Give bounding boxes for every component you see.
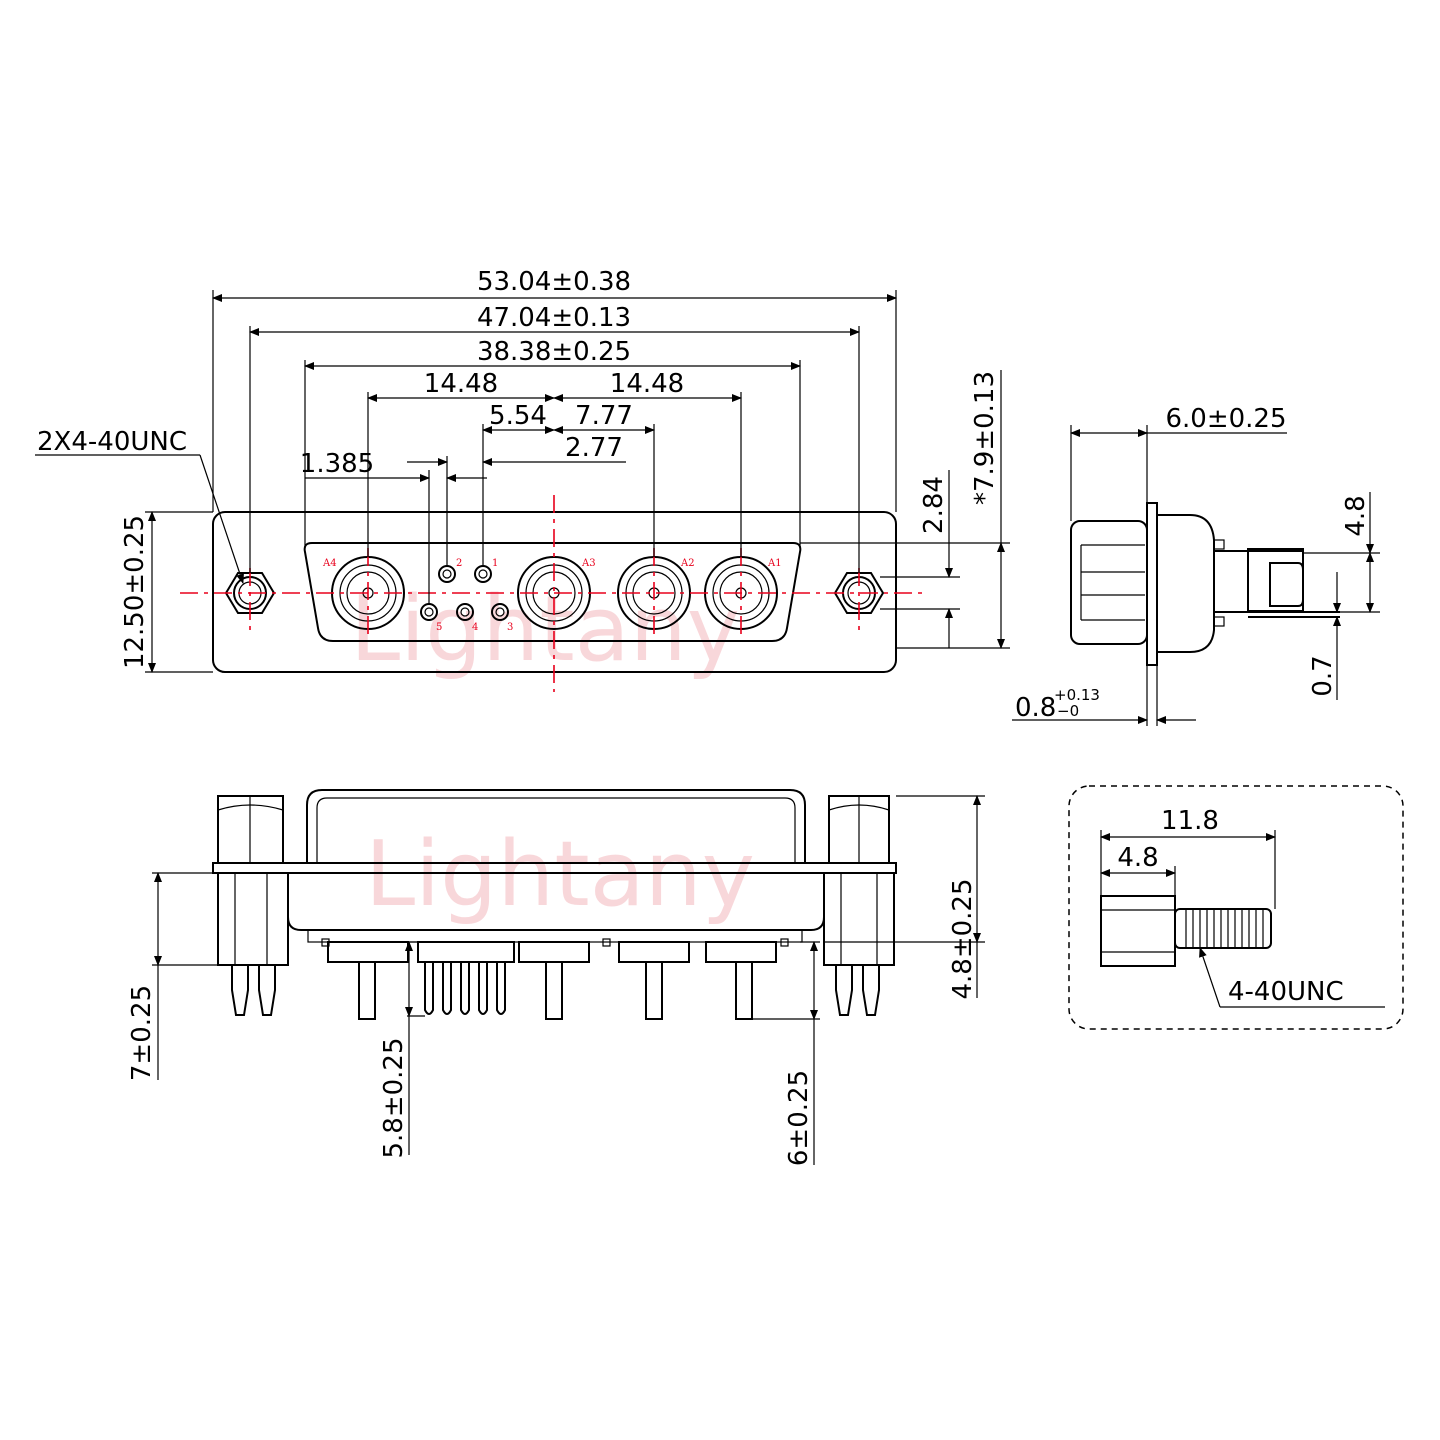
thread-lines [1185,909,1264,948]
label-signal-1: 1 [492,558,498,569]
dim-flange-tolerance-minus: −0 [1057,702,1079,720]
screw-thread [1174,908,1272,949]
dim-depth: *7.9±0.13 [970,371,1000,505]
dim-body-height: 4.8±0.25 [948,878,978,999]
dim-screw-total: 11.8 [1161,806,1219,836]
label-a1: A1 [767,558,782,569]
detail-frame [1068,785,1404,1030]
dimension-lines [35,294,1005,673]
signal-legs [417,941,515,1015]
screw-detail: 11.8 4.8 4-40UNC [1068,785,1404,1030]
bottom-shell [306,789,806,863]
dim-mount-spacing: 47.04±0.13 [477,303,631,333]
hole-callout: 2X4-40UNC [37,427,187,457]
dim-left-pitch: 14.48 [424,369,498,399]
label-signal-3: 3 [507,622,513,633]
bottom-view: 7±0.25 5.8±0.25 6±0.25 4.8±0.25 [127,789,985,1166]
label-a3: A3 [581,558,596,569]
dim-flange-tolerance-plus: +0.13 [1054,686,1100,704]
label-a2: A2 [680,558,695,569]
dim-shell-width: 38.38±0.25 [477,337,631,367]
left-standoff [217,795,289,1016]
dim-pin-span: 4.8 [1341,495,1371,536]
right-standoff [823,795,895,1016]
dim-screw-hex: 4.8 [1117,843,1158,873]
label-signal-4: 4 [472,622,478,633]
bottom-flange [212,862,897,874]
side-insert [1157,514,1215,653]
side-flange [1146,502,1158,666]
dim-signal-offset: 5.54 [489,401,547,431]
dim-signal-pin-length: 5.8±0.25 [379,1037,409,1158]
thread-callout: 4-40UNC [1228,977,1344,1007]
side-body [1070,520,1148,645]
dim-signal-pitch: 2.77 [565,433,623,463]
dim-a2-offset: 7.77 [575,401,633,431]
dim-power-pin-length: 6±0.25 [784,1070,814,1166]
side-pin-block [1247,548,1304,612]
dim-flange-height: 12.50±0.25 [120,515,150,669]
extension-lines [145,290,1010,673]
dim-signal-half-pitch: 1.385 [300,449,374,479]
side-view: 6.0±0.25 4.8 0.7 0.8 +0.13 −0 [1012,404,1380,726]
power-pins [327,941,777,1020]
dim-flange-thickness: 0.8 [1015,693,1056,723]
screw-hex [1100,895,1176,967]
front-view: A4 A3 A2 A1 1 2 3 4 5 [35,267,1010,692]
dim-side-length: 6.0±0.25 [1165,404,1286,434]
dim-right-pitch: 14.48 [610,369,684,399]
dim-row-offset: 2.84 [919,476,949,534]
label-a4: A4 [322,558,337,569]
dim-overall-width: 53.04±0.38 [477,267,631,297]
label-signal-5: 5 [436,622,442,633]
dim-standoff-pin: 7±0.25 [127,985,157,1081]
dim-pin-gap: 0.7 [1308,655,1338,696]
watermark-lower: Lightany [365,822,755,927]
label-signal-2: 2 [456,558,462,569]
